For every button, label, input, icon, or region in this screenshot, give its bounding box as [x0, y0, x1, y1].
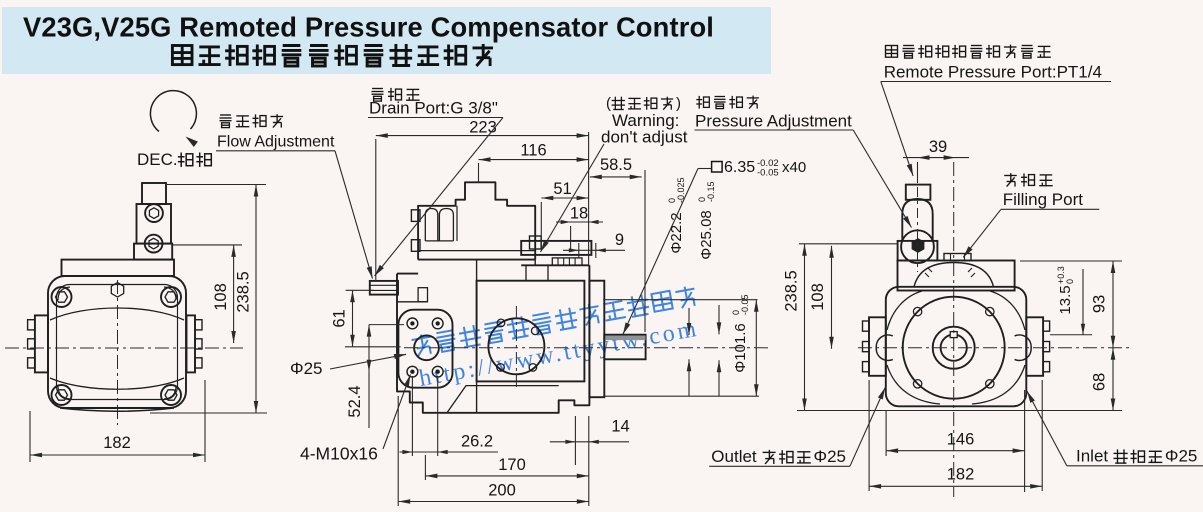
- svg-text:DEC.: DEC.: [137, 150, 178, 169]
- svg-text:182: 182: [947, 466, 975, 484]
- svg-text:26.2: 26.2: [461, 433, 493, 451]
- svg-text:V23G,V25G Remoted Pressure Com: V23G,V25G Remoted Pressure Compensator C…: [23, 12, 714, 43]
- svg-text:Φ101.6: Φ101.6: [732, 323, 749, 373]
- svg-text:108: 108: [809, 283, 827, 311]
- svg-text:238.5: 238.5: [235, 271, 253, 312]
- svg-text:Filling Port: Filling Port: [1003, 190, 1084, 209]
- svg-text:18: 18: [570, 205, 588, 223]
- svg-text:-0.025: -0.025: [676, 177, 686, 203]
- svg-text:13.5: 13.5: [1057, 285, 1074, 314]
- svg-text:Φ22.2: Φ22.2: [668, 212, 685, 253]
- svg-text:58.5: 58.5: [600, 156, 632, 174]
- svg-text:-0.15: -0.15: [706, 181, 716, 202]
- svg-text:146: 146: [947, 431, 975, 449]
- svg-text:6.35: 6.35: [724, 159, 755, 176]
- svg-text:170: 170: [498, 456, 526, 474]
- svg-text:Outlet: Outlet: [711, 447, 757, 466]
- svg-text:Remote Pressure Port:PT1/4: Remote Pressure Port:PT1/4: [884, 63, 1102, 82]
- svg-text:14: 14: [611, 418, 629, 436]
- svg-text:52.4: 52.4: [346, 385, 364, 417]
- svg-text:-0.05: -0.05: [757, 168, 779, 179]
- svg-text:Φ25: Φ25: [1165, 447, 1197, 466]
- svg-text:don't adjust: don't adjust: [601, 128, 688, 147]
- svg-text:0: 0: [1065, 279, 1075, 284]
- svg-text:0: 0: [697, 197, 707, 202]
- svg-text:): ): [676, 95, 681, 112]
- svg-text:116: 116: [520, 142, 546, 160]
- svg-text:51: 51: [553, 180, 571, 198]
- svg-text:Drain Port:G 3/8": Drain Port:G 3/8": [369, 99, 498, 118]
- svg-text:68: 68: [1091, 373, 1109, 391]
- svg-text:Φ25.08: Φ25.08: [698, 210, 715, 260]
- svg-text:61: 61: [331, 309, 349, 327]
- svg-text:+0.3: +0.3: [1056, 266, 1066, 284]
- svg-text:-0.05: -0.05: [740, 294, 750, 315]
- svg-text:93: 93: [1091, 295, 1109, 313]
- svg-text:200: 200: [488, 482, 516, 500]
- svg-text:-0.02: -0.02: [757, 158, 779, 169]
- svg-text:Φ25: Φ25: [290, 359, 322, 378]
- svg-text:Warning:: Warning:: [612, 111, 679, 130]
- svg-text:Φ25: Φ25: [814, 447, 846, 466]
- svg-text:4-M10x16: 4-M10x16: [300, 444, 378, 464]
- svg-text:Flow Adjustment: Flow Adjustment: [217, 134, 335, 151]
- svg-text:238.5: 238.5: [783, 270, 801, 311]
- svg-text:(: (: [606, 95, 611, 112]
- svg-text:0: 0: [731, 310, 741, 315]
- svg-text:223: 223: [469, 119, 497, 137]
- svg-text:0: 0: [667, 198, 677, 203]
- svg-text:Inlet: Inlet: [1076, 447, 1108, 466]
- svg-text:182: 182: [103, 434, 131, 452]
- svg-text:9: 9: [615, 231, 624, 249]
- svg-text:Pressure Adjustment: Pressure Adjustment: [695, 112, 852, 131]
- svg-text:39: 39: [929, 138, 947, 156]
- svg-text:x40: x40: [782, 159, 806, 176]
- svg-text:108: 108: [212, 283, 230, 311]
